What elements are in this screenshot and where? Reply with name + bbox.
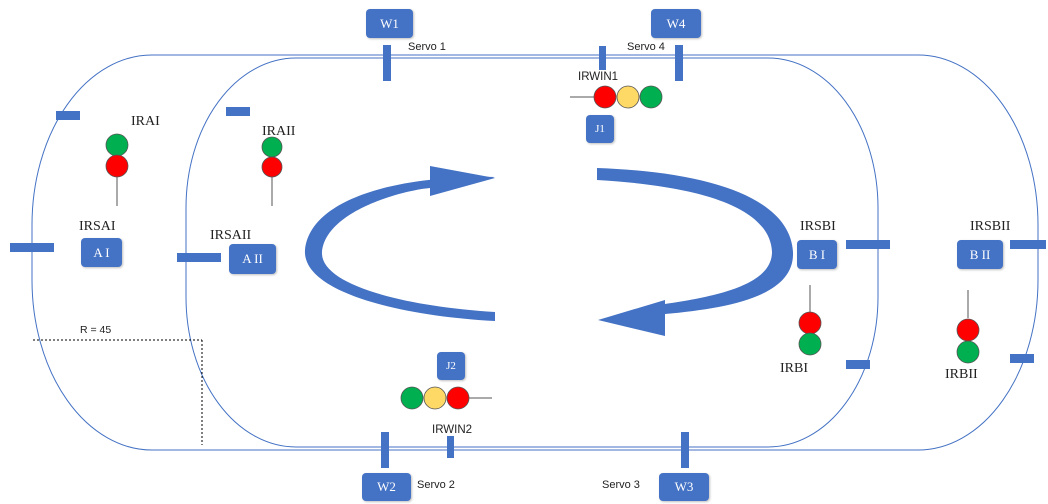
switch-w2-box: W2: [362, 473, 411, 501]
sensor-irsbi-label: IRSBI: [800, 219, 836, 234]
block-a1-box: A I: [81, 238, 122, 267]
sensor-bar-upper-left-outer: [56, 111, 80, 120]
signal-irwin1-red-light: [593, 85, 617, 109]
switch-w1-box: W1: [366, 9, 413, 38]
servo-2-label: Servo 2: [417, 479, 455, 491]
signal-irwin2-red-light: [446, 386, 470, 410]
servo-1-label: Servo 1: [408, 41, 446, 53]
signal-irwin1-green-light: [639, 85, 663, 109]
outer-track-loop: [31, 54, 1039, 451]
sensor-bar-lower-right-inner: [846, 360, 870, 369]
signal-irbi-label: IRBI: [780, 361, 808, 376]
sensor-bar-lower-right-outer: [1010, 354, 1034, 363]
junction-j2-box: J2: [437, 352, 465, 380]
signal-irwin1-label: IRWIN1: [578, 71, 619, 83]
servo-3-label: Servo 3: [602, 479, 640, 491]
signal-irai-green-light: [105, 133, 129, 157]
servo-bar-irwin2: [447, 436, 454, 458]
circulation-arrow-right-head: [598, 300, 665, 336]
sensor-irsai-label: IRSAI: [79, 219, 116, 234]
signal-irbii-green-light: [956, 340, 980, 364]
servo-bar-2: [381, 432, 389, 468]
servo-4-label: Servo 4: [627, 41, 665, 53]
servo-bar-irwin1: [599, 46, 606, 70]
servo-bar-4: [675, 45, 683, 81]
sensor-bar-irsbii: [1010, 240, 1046, 249]
signal-irbi-red-light: [798, 311, 822, 335]
circulation-arrow-left-head: [430, 166, 495, 196]
block-b2-box: B II: [957, 240, 1003, 269]
sensor-bar-irsai: [10, 243, 54, 252]
servo-bar-3: [681, 432, 689, 468]
signal-iraii-label: IRAII: [262, 124, 296, 139]
signal-irwin2-green-light: [400, 386, 424, 410]
circulation-arrow-right-arc: [597, 168, 794, 314]
signal-irbii-label: IRBII: [945, 367, 978, 382]
signal-irai-label: IRAI: [131, 114, 160, 129]
signal-irwin1-yellow-light: [616, 85, 640, 109]
signal-irwin2-yellow-light: [423, 386, 447, 410]
sensor-bar-irsbi: [846, 240, 890, 249]
signal-iraii-red-light: [261, 156, 283, 178]
switch-w4-box: W4: [651, 9, 701, 38]
sensor-bar-irsaii: [177, 253, 221, 262]
inner-track-loop: [185, 57, 879, 448]
signal-irwin2-label: IRWIN2: [432, 424, 473, 436]
sensor-irsaii-label: IRSAII: [210, 228, 252, 243]
servo-bar-1: [383, 45, 391, 81]
switch-w3-box: W3: [659, 473, 709, 501]
signal-irai-red-light: [105, 154, 129, 178]
signal-irbi-green-light: [798, 332, 822, 356]
signal-irbii-red-light: [956, 318, 980, 342]
block-b1-box: B I: [797, 240, 837, 269]
sensor-bar-upper-left-inner: [226, 107, 250, 116]
block-a2-box: A II: [229, 244, 276, 274]
signal-iraii-green-light: [261, 136, 283, 158]
junction-j1-box: J1: [586, 115, 614, 143]
radius-label: R = 45: [80, 324, 112, 336]
sensor-irsbii-label: IRSBII: [970, 219, 1011, 234]
circulation-arrow-left-arc: [304, 176, 495, 321]
